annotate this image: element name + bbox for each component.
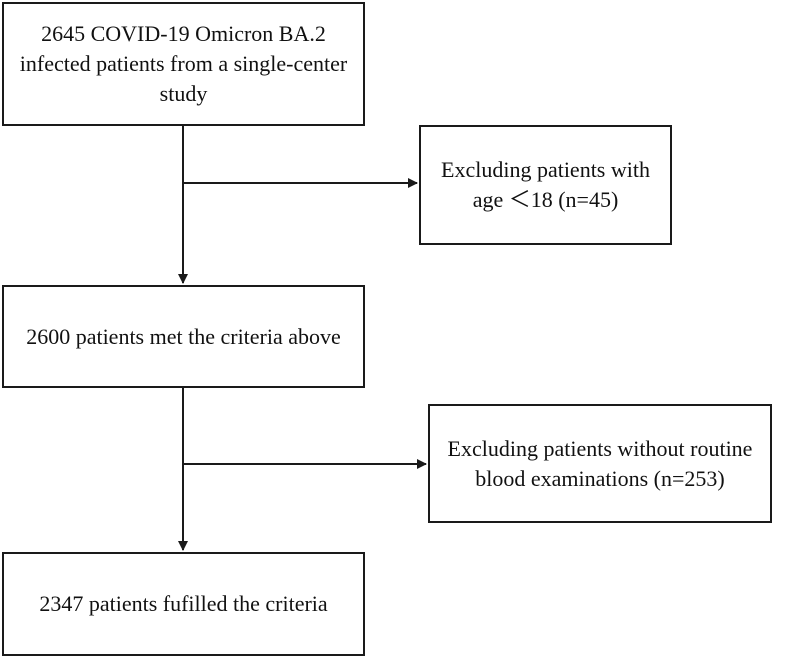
start-population-line-1: 2645 COVID-19 Omicron BA.2 [41,21,326,46]
exclusion-age-box: Excluding patients with age ＜18 (n=45) [419,125,672,245]
exclusion-blood-exam-box: Excluding patients without routine blood… [428,404,772,523]
criteria-met-text: 2600 patients met the criteria above [26,322,341,352]
exclusion-age-line-2: age ＜18 (n=45) [472,187,619,212]
start-population-box: 2645 COVID-19 Omicron BA.2 infected pati… [2,2,365,126]
final-cohort-box: 2347 patients fufilled the criteria [2,552,365,656]
criteria-met-box: 2600 patients met the criteria above [2,285,365,388]
exclusion-blood-exam-text: Excluding patients without routine blood… [448,434,753,494]
exclusion-blood-exam-line-1: Excluding patients without routine [447,435,753,461]
final-cohort-line-1: 2347 patients fufilled the criteria [39,591,328,616]
exclusion-age-text: Excluding patients with age ＜18 (n=45) [441,155,650,215]
exclusion-age-line-1: Excluding patients with [441,157,650,182]
criteria-met-line-1: 2600 patients met the criteria above [26,323,341,349]
exclusion-blood-exam-line-2: blood examinations (n=253) [475,465,725,491]
start-population-text: 2645 COVID-19 Omicron BA.2 infected pati… [20,19,347,109]
start-population-line-3: study [159,81,208,106]
final-cohort-text: 2347 patients fufilled the criteria [39,589,327,619]
start-population-line-2: infected patients from a single-center [19,51,348,76]
